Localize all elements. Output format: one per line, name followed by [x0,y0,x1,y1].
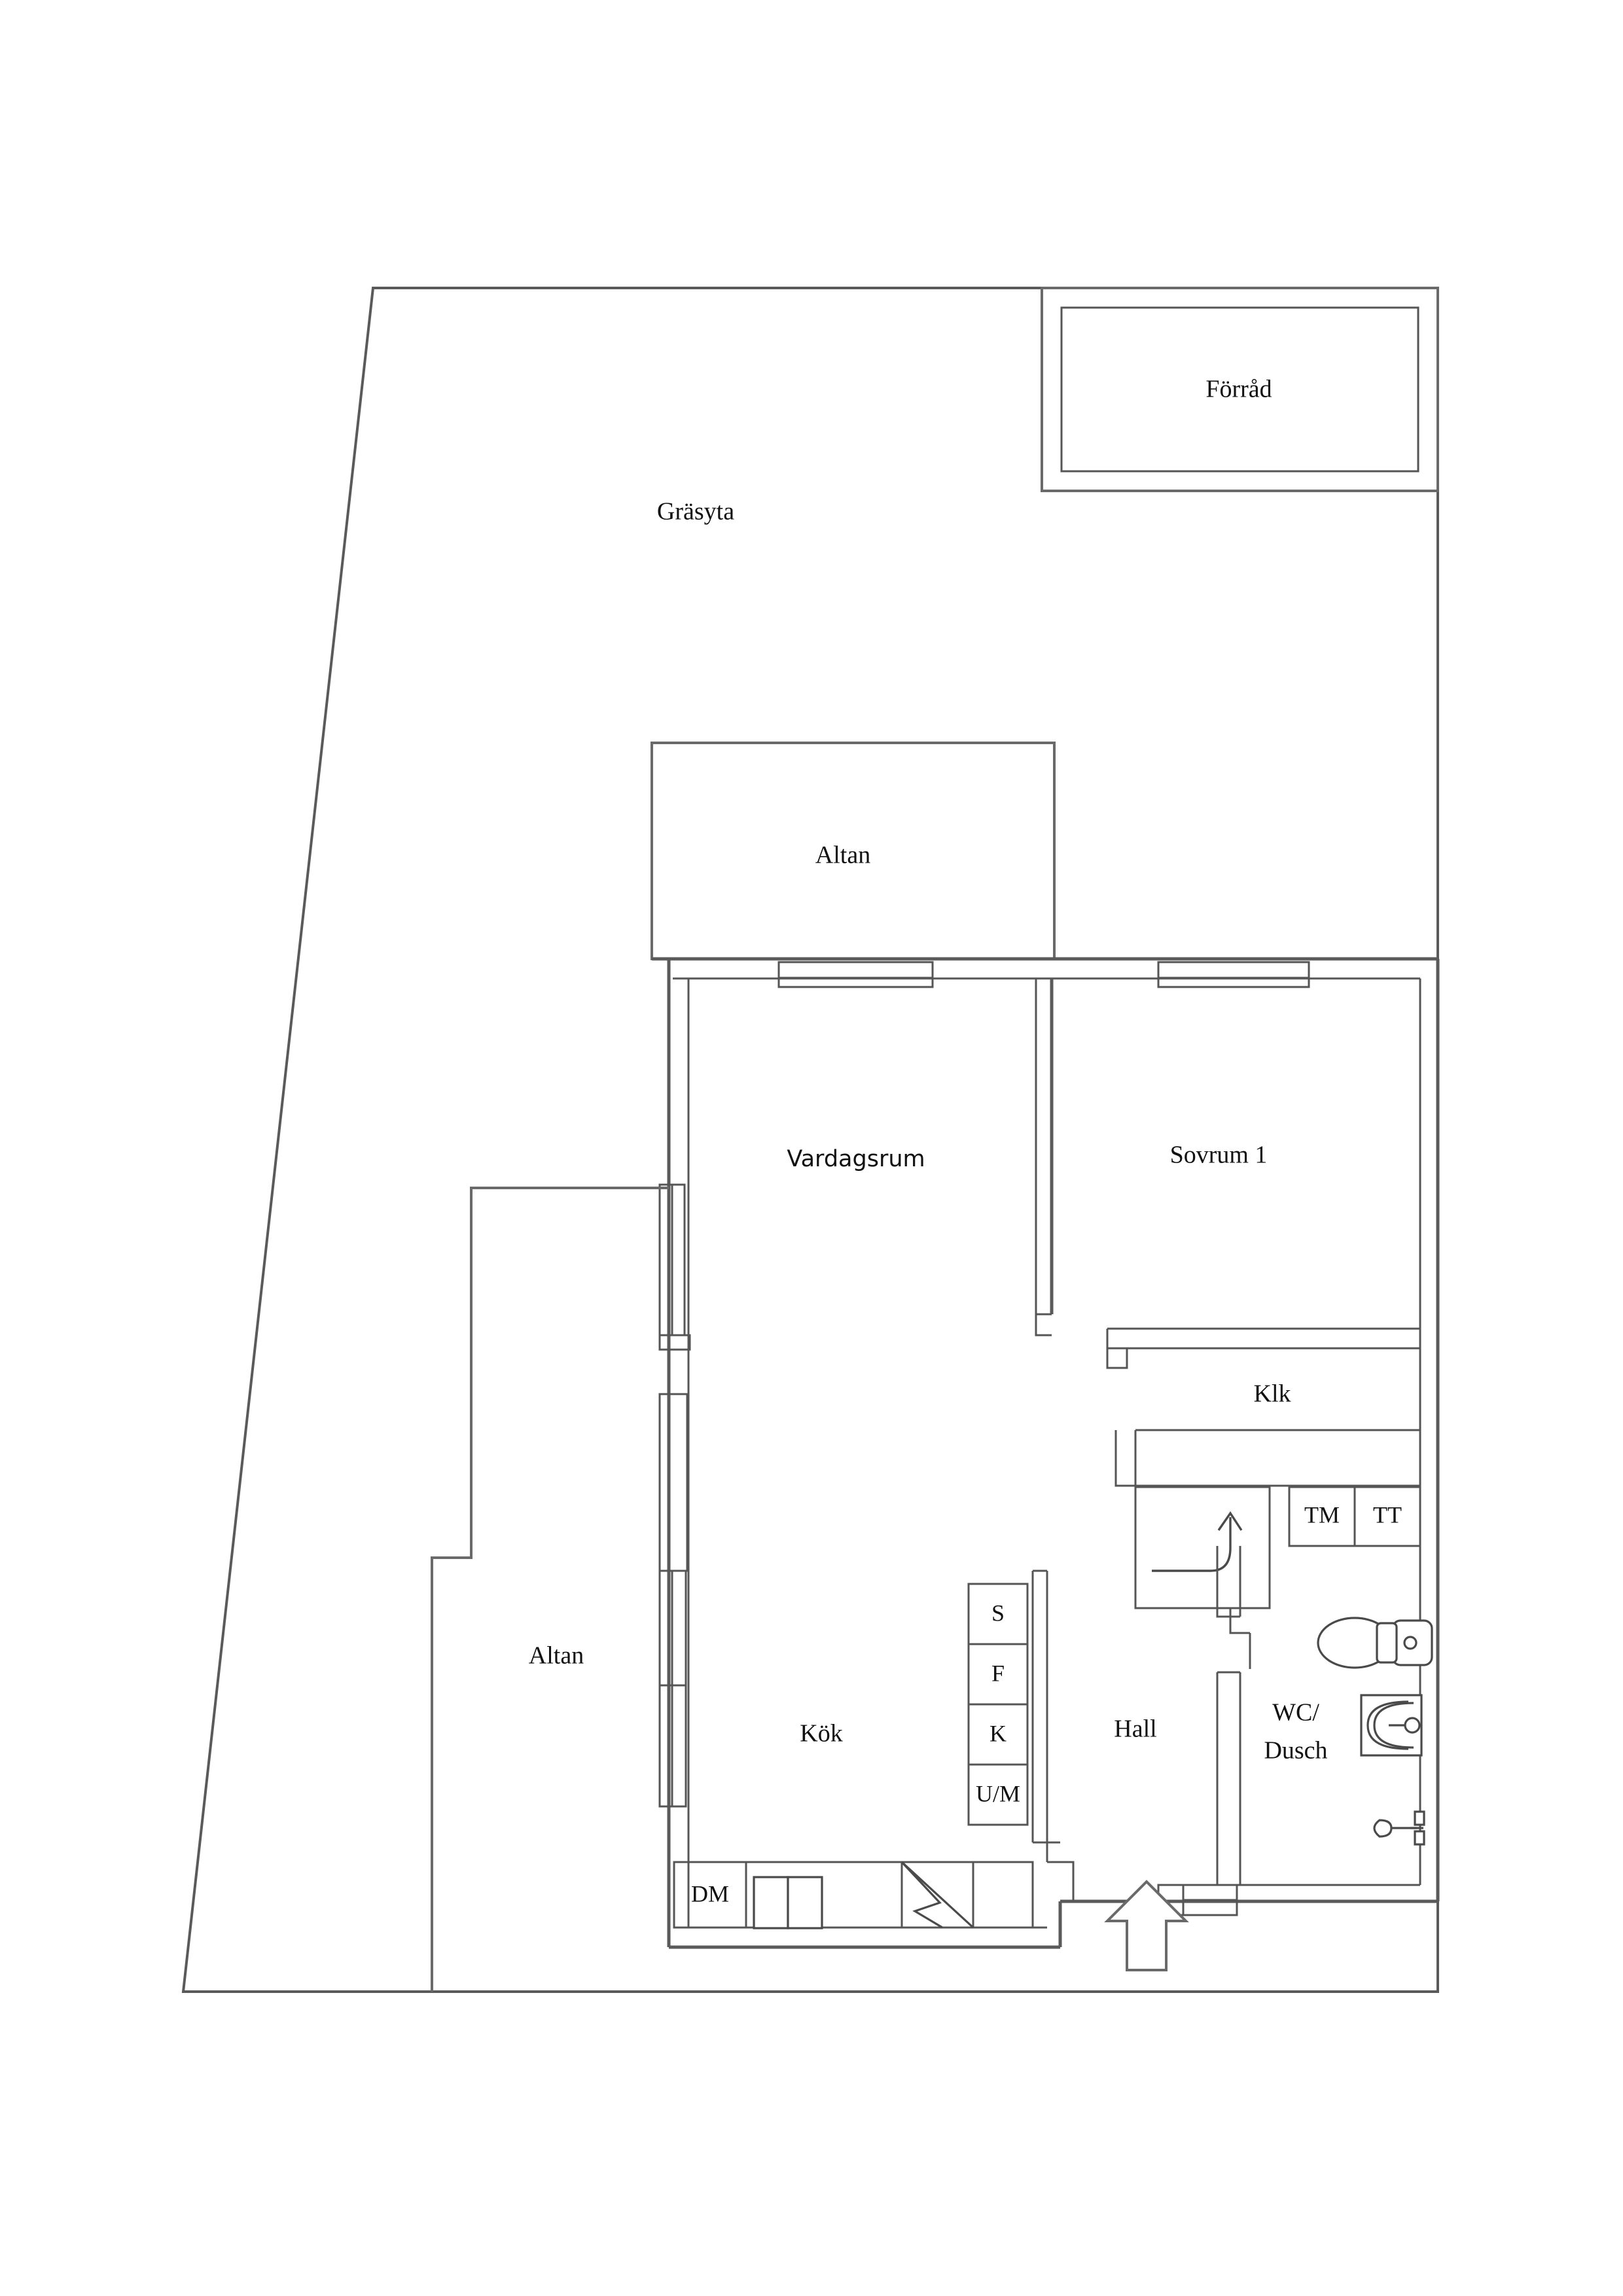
kitchen-cabinet-column [967,1583,1029,1826]
label-vardagsrum: Vardagsrum [787,1146,925,1172]
sink-icon [1360,1694,1423,1757]
window-opening-vardagsrum-north [777,961,934,988]
label-dm: DM [691,1880,729,1907]
window-opening-vardagsrum-west [658,1183,691,1351]
room-hall-walls [1031,1570,1075,1901]
stove-icon [901,1861,974,1929]
balcony-door-kok-west [658,1393,688,1572]
label-altan-north: Altan [815,842,870,869]
label-wc-dusch-line1: WC/ [1272,1699,1319,1727]
label-cabinet-um: U/M [976,1780,1020,1806]
entrance-arrow-icon [1104,1880,1189,1971]
label-grasyta: Gräsyta [657,498,734,526]
toilet-icon [1317,1617,1433,1669]
label-tt: TT [1373,1501,1402,1528]
house-outer-walls [652,957,1440,1949]
room-klk-walls [1106,1327,1420,1487]
label-cabinet-k: K [990,1720,1007,1746]
room-wc-dusch-walls [1216,1546,1420,1886]
label-altan-west: Altan [529,1642,584,1670]
shower-mixer-icon [1373,1810,1425,1846]
stair-box [1134,1486,1271,1669]
label-cabinet-f: F [991,1660,1005,1686]
window-opening-kok-west-lower [658,1684,687,1808]
label-wc-dusch-line2: Dusch [1264,1737,1327,1765]
label-klk: Klk [1254,1380,1291,1408]
window-opening-sovrum-north [1157,961,1310,988]
label-cabinet-s: S [991,1600,1005,1626]
label-kok: Kök [800,1720,842,1748]
deck-west-altan [431,1187,669,1992]
label-hall: Hall [1114,1715,1156,1743]
storage-shed-forrad [1041,287,1439,492]
kitchen-sink-icon [753,1876,823,1929]
label-sovrum-1: Sovrum 1 [1170,1141,1268,1169]
kitchen-counter [673,1861,1034,1929]
window-opening-kok-west-upper [658,1570,687,1687]
label-forrad: Förråd [1205,376,1272,403]
stair-arrow-icon [1152,1511,1243,1572]
label-tm: TM [1304,1501,1340,1528]
partition-vardagsrum-sovrum [1035,978,1054,1336]
